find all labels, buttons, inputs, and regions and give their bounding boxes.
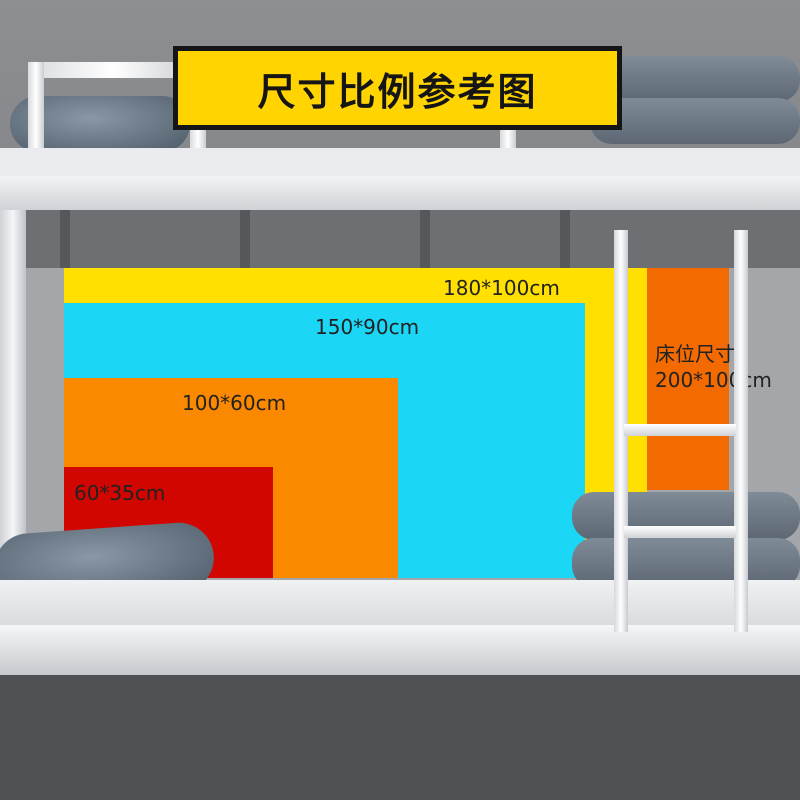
bed-size-rect [647, 268, 729, 490]
ladder-rail [734, 230, 748, 632]
bed-slat [420, 210, 430, 268]
ladder-rung [624, 526, 736, 538]
lower-folded-blanket [572, 538, 800, 588]
banner-title: 尺寸比例参考图 [257, 69, 538, 114]
lower-bed-rail [0, 625, 800, 675]
size-label-180x100: 180*100cm [443, 276, 560, 300]
upper-guard-rail [28, 62, 198, 78]
upper-bed-rail [0, 176, 800, 210]
size-label-60x35: 60*35cm [74, 481, 166, 505]
bed-size-name: 床位尺寸 [655, 342, 735, 366]
bed-slat [240, 210, 250, 268]
size-label-100x60: 100*60cm [182, 391, 287, 415]
upper-folded-blanket [600, 56, 800, 102]
floor-shadow [0, 675, 800, 800]
title-banner: 尺寸比例参考图 [173, 46, 622, 130]
lower-mattress [0, 580, 800, 625]
bed-slat [560, 210, 570, 268]
bed-slat [60, 210, 70, 268]
ladder-rung [624, 424, 736, 436]
size-label-150x90: 150*90cm [315, 315, 420, 339]
upper-mattress [0, 148, 800, 178]
upper-folded-blanket [590, 98, 800, 144]
bed-size-value: 200*100cm [655, 368, 772, 392]
upper-bunk-underside [0, 210, 800, 268]
